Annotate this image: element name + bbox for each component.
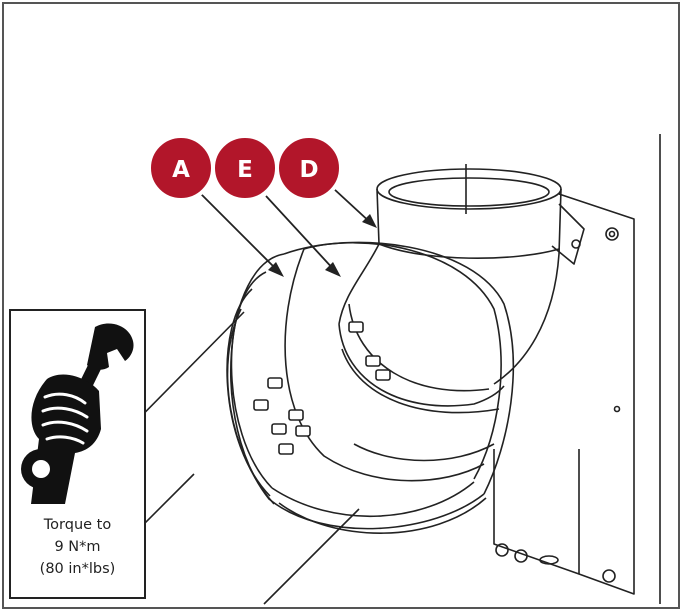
vent-pipe-illustration: A E D bbox=[98, 134, 661, 605]
callout-a-letter: A bbox=[172, 157, 190, 183]
callout-d-badge bbox=[275, 134, 343, 202]
torque-spec-text: Torque to 9 N*m (80 in*lbs) bbox=[11, 514, 144, 580]
clamp-bolts bbox=[253, 321, 391, 455]
arrow-heads bbox=[268, 214, 377, 277]
torque-line-1: Torque to bbox=[43, 517, 112, 533]
torque-line-2: 9 N*m bbox=[54, 539, 101, 555]
wrench-hand-icon bbox=[21, 323, 134, 504]
callout-a: A bbox=[147, 134, 215, 202]
callout-d-letter: D bbox=[299, 157, 318, 183]
torque-line-3: (80 in*lbs) bbox=[39, 561, 116, 577]
torque-callout-box: Torque to 9 N*m (80 in*lbs) bbox=[9, 309, 146, 599]
adapter-rings bbox=[226, 241, 515, 534]
elbow-pipe bbox=[338, 164, 562, 414]
leader-arrows bbox=[198, 188, 373, 273]
callout-e-letter: E bbox=[237, 157, 253, 183]
callout-e: E bbox=[211, 134, 279, 202]
callout-d: D bbox=[275, 134, 343, 202]
wall-bracket bbox=[493, 193, 635, 595]
